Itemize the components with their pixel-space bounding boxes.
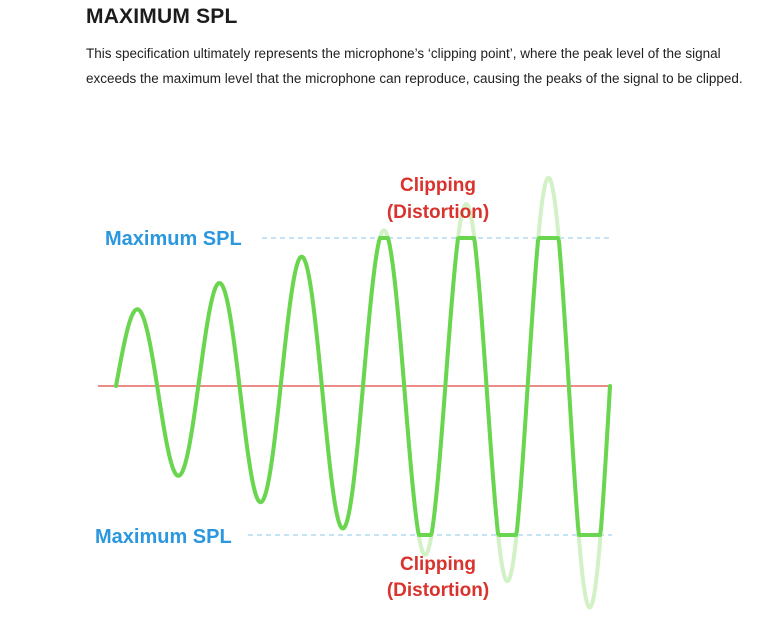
section-heading: MAXIMUM SPL [86,5,238,28]
clipped-signal-waveform [114,236,612,537]
distortion-bottom-label: (Distortion) [387,580,489,601]
max-spl-top-label: Maximum SPL [105,228,242,250]
distortion-top-label: (Distortion) [387,202,489,223]
section-paragraph: This specification ultimately represents… [86,46,743,86]
clipping-top-label: Clipping [400,175,476,196]
clipping-bottom-label: Clipping [400,554,476,575]
max-spl-bottom-label: Maximum SPL [95,526,232,548]
